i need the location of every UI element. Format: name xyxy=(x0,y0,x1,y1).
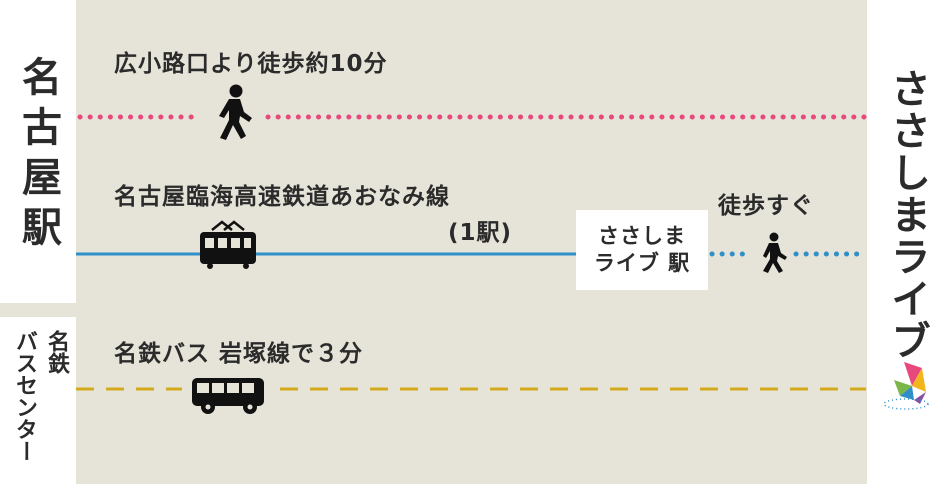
bus-origin-label-line1: 名鉄 xyxy=(44,330,69,374)
train-route-stops: (1駅) xyxy=(448,220,513,246)
nagoya-station-panel xyxy=(0,0,76,303)
walk-route-label: 広小路口より徒歩約10分 xyxy=(114,51,388,77)
walking-person-icon-small xyxy=(763,232,787,273)
bus-route-label: 名鉄バス 岩塚線で３分 xyxy=(114,341,364,367)
train-route-label: 名古屋臨海高速鉄道あおなみ線 xyxy=(114,184,450,210)
origin-label: 名古屋駅 xyxy=(15,56,61,256)
short-walk-label: 徒歩すぐ xyxy=(718,193,814,219)
sasashima-live-logo-icon xyxy=(883,362,929,410)
destination-label: ささしまライブ xyxy=(884,68,930,362)
station-name-line1: ささしま xyxy=(598,224,686,248)
bus-icon xyxy=(192,378,264,414)
meitetsu-bus-center-panel xyxy=(0,317,76,484)
walking-person-icon xyxy=(219,84,252,140)
sasashima-live-station-box: ささしま ライブ 駅 xyxy=(576,210,708,290)
bus-origin-label-line2: バスセンター xyxy=(12,330,37,462)
train-icon xyxy=(200,220,256,269)
sasashima-live-panel xyxy=(867,0,944,484)
station-name-line2: ライブ 駅 xyxy=(593,251,691,275)
